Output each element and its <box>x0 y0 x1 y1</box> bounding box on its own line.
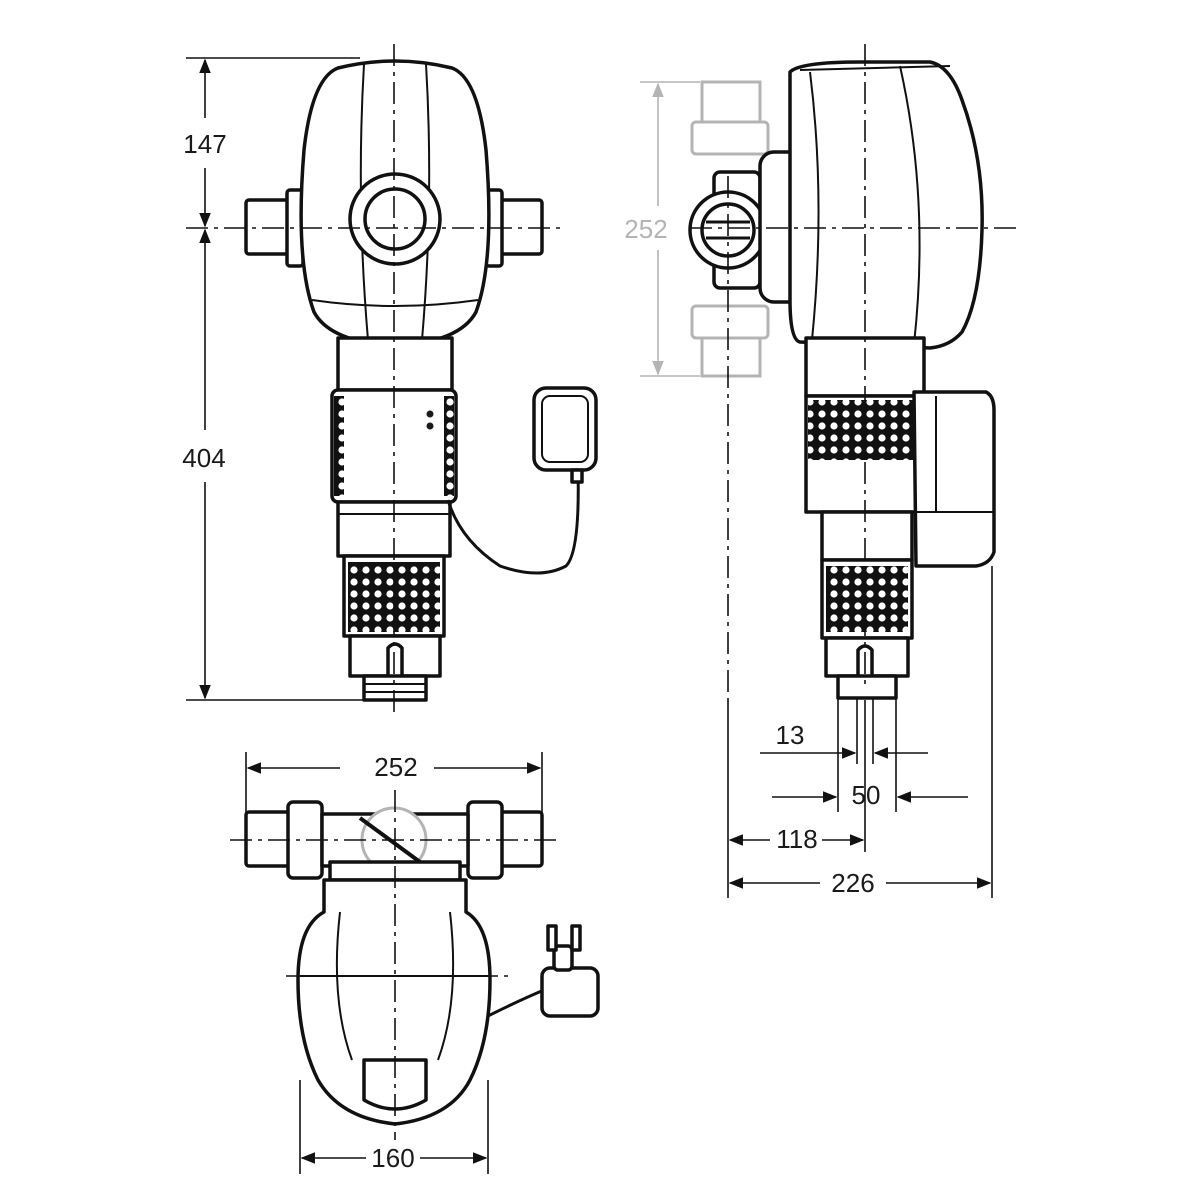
front-neck <box>336 336 454 392</box>
top-plug-pin-right <box>570 924 582 952</box>
side-bowl-lower <box>820 510 914 562</box>
dim-226-label: 226 <box>831 868 874 898</box>
dim-118-label: 118 <box>776 824 817 854</box>
side-drain-thread <box>836 674 898 700</box>
ghost-pipe-top <box>700 80 762 124</box>
ghost-union-top <box>690 120 770 156</box>
head-port-inner <box>363 187 427 251</box>
left-pipe-connector <box>244 198 294 256</box>
controller-box <box>532 386 598 472</box>
controller-cable <box>446 469 580 575</box>
indicator-led-2 <box>426 422 434 430</box>
dim-13-label: 13 <box>776 720 805 750</box>
top-plug-neck <box>552 944 574 972</box>
side-head-facet-1 <box>809 71 820 341</box>
top-housing-facet-left <box>335 911 353 1061</box>
dim-50-label: 50 <box>852 780 881 810</box>
side-controller-housing <box>912 390 996 568</box>
dim-404-label: 404 <box>182 443 225 473</box>
dim-252-top-label: 252 <box>374 752 417 782</box>
dim-252-side-label: 252 <box>624 214 667 244</box>
front-drain-slot <box>386 642 404 676</box>
top-view: 252 160 <box>230 752 600 1174</box>
front-bowl-knurl-left <box>334 396 344 496</box>
controller-strain-relief <box>570 468 584 484</box>
front-bowl-knurl-right <box>444 396 454 496</box>
side-view: 252 <box>624 44 1020 898</box>
side-head-facet-2 <box>899 65 921 345</box>
dim-147-label: 147 <box>183 129 226 159</box>
side-knurled-ring <box>826 566 908 632</box>
ghost-pipe-bottom <box>700 336 762 378</box>
front-view: 147 404 <box>182 44 598 715</box>
top-housing-facet-right <box>437 911 455 1061</box>
controller-face <box>541 395 589 463</box>
front-drain-thread <box>362 674 428 702</box>
top-plug-pin-left <box>546 924 558 952</box>
side-head-top-edge <box>799 65 951 71</box>
top-plug-cable <box>487 988 545 1018</box>
top-left-pipe <box>244 810 294 868</box>
ghost-union-bottom <box>690 304 770 340</box>
indicator-led-1 <box>426 410 434 418</box>
dim-160-label: 160 <box>371 1143 414 1173</box>
top-power-plug <box>540 966 600 1018</box>
head-lower-edge <box>311 299 479 307</box>
side-knurled-band <box>808 400 914 460</box>
